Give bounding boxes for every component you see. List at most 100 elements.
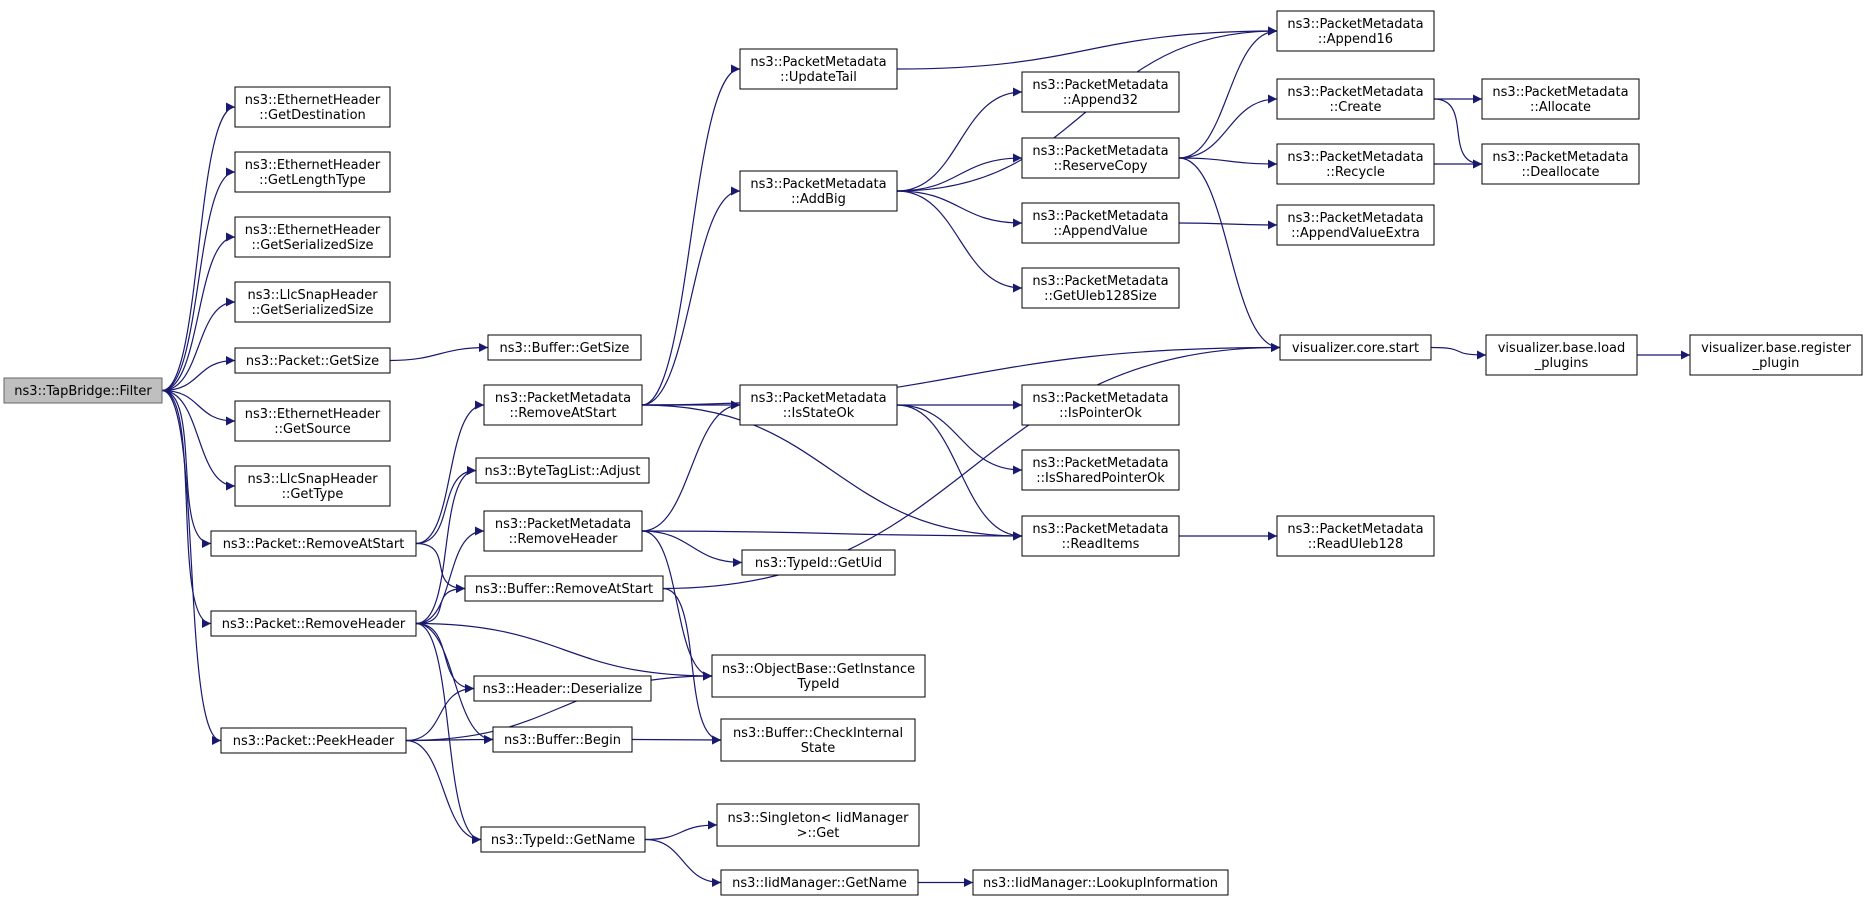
node-pkt-getsize[interactable]: ns3::Packet::GetSize — [234, 347, 391, 374]
node-box — [1021, 515, 1180, 557]
call-edge-filter-to-pkt_peekheader — [161, 389, 222, 745]
node-pm-ispointerok[interactable]: ns3::PacketMetadata::IsPointerOk — [1021, 384, 1180, 426]
node-pm-readitems[interactable]: ns3::PacketMetadata::ReadItems — [1021, 515, 1180, 557]
node-pm-recycle[interactable]: ns3::PacketMetadata::Recycle — [1276, 143, 1435, 185]
node-pkt-removeheader[interactable]: ns3::Packet::RemoveHeader — [210, 610, 417, 637]
edge-path — [1178, 94, 1278, 159]
node-label: visualizer.base.register — [1701, 341, 1852, 356]
node-box — [475, 457, 650, 484]
node-buf-removeatstart[interactable]: ns3::Buffer::RemoveAtStart — [464, 575, 664, 602]
node-pm-append32[interactable]: ns3::PacketMetadata::Append32 — [1021, 71, 1180, 113]
node-box — [1481, 143, 1640, 185]
node-layer: ns3::TapBridge::Filterns3::EthernetHeade… — [3, 10, 1863, 896]
node-pm-removeheader[interactable]: ns3::PacketMetadata::RemoveHeader — [483, 510, 643, 552]
node-box — [741, 549, 896, 576]
node-llc-getser[interactable]: ns3::LlcSnapHeader::GetSerializedSize — [234, 281, 391, 323]
node-pm-append16[interactable]: ns3::PacketMetadata::Append16 — [1276, 10, 1435, 52]
node-pm-isstateok[interactable]: ns3::PacketMetadata::IsStateOk — [739, 384, 898, 426]
node-pm-allocate[interactable]: ns3::PacketMetadata::Allocate — [1481, 78, 1640, 120]
node-label: ns3::EthernetHeader — [245, 158, 381, 173]
node-label: ns3::Buffer::GetSize — [500, 341, 630, 356]
node-label: ::Create — [1330, 100, 1382, 115]
node-pkt-peekheader[interactable]: ns3::Packet::PeekHeader — [220, 727, 407, 754]
node-viz-register-plugin[interactable]: visualizer.base.register_plugin — [1689, 334, 1863, 376]
edge-path — [161, 102, 236, 392]
node-typeid-getname[interactable]: ns3::TypeId::GetName — [480, 826, 646, 853]
node-eth-getser[interactable]: ns3::EthernetHeader::GetSerializedSize — [234, 216, 391, 258]
node-typeid-getuid[interactable]: ns3::TypeId::GetUid — [741, 549, 896, 576]
node-pkt-removeatstart[interactable]: ns3::Packet::RemoveAtStart — [210, 530, 417, 557]
node-label: ns3::Singleton< IidManager — [727, 811, 909, 826]
call-edge-typeid_getname-to-singleton_get — [644, 820, 718, 841]
node-label: ::Append32 — [1063, 93, 1138, 108]
call-edge-pm_addbig-to-pm_getuleb — [896, 190, 1023, 293]
node-box — [234, 400, 391, 442]
node-buf-begin[interactable]: ns3::Buffer::Begin — [492, 726, 633, 753]
node-label: ns3::IidManager::GetName — [732, 876, 907, 891]
node-label: ns3::PacketMetadata — [1287, 211, 1423, 226]
node-viz-core-start[interactable]: visualizer.core.start — [1279, 334, 1432, 361]
node-pm-updatetail[interactable]: ns3::PacketMetadata::UpdateTail — [739, 48, 898, 90]
call-edge-filter-to-eth_getsrc — [161, 389, 236, 426]
node-box — [1481, 78, 1640, 120]
node-hdr-deserialize[interactable]: ns3::Header::Deserialize — [473, 675, 652, 702]
edge-path — [896, 26, 1278, 70]
node-buf-getsize[interactable]: ns3::Buffer::GetSize — [487, 334, 642, 361]
node-singleton-get[interactable]: ns3::Singleton< IidManager>::Get — [716, 803, 920, 847]
call-edge-viz_core_start-to-viz_load_plugins — [1430, 346, 1487, 360]
edge-path — [161, 297, 236, 392]
node-pm-reservecopy[interactable]: ns3::PacketMetadata::ReserveCopy — [1021, 137, 1180, 179]
node-label: ns3::PacketMetadata — [1032, 456, 1168, 471]
edge-path — [161, 389, 212, 548]
node-iid-getname[interactable]: ns3::IidManager::GetName — [720, 869, 919, 896]
node-label: ns3::Buffer::RemoveAtStart — [475, 582, 653, 597]
node-pm-getuleb[interactable]: ns3::PacketMetadata::GetUleb128Size — [1021, 267, 1180, 309]
call-edge-pm_reservecopy-to-viz_core_start — [1178, 157, 1281, 352]
node-label: ::Allocate — [1530, 100, 1591, 115]
node-box — [234, 86, 391, 128]
node-box — [220, 727, 407, 754]
edge-path — [405, 739, 482, 844]
node-btl-adjust[interactable]: ns3::ByteTagList::Adjust — [475, 457, 650, 484]
node-llc-gettype[interactable]: ns3::LlcSnapHeader::GetType — [234, 465, 391, 507]
node-label: ::ReadUleb128 — [1308, 537, 1404, 552]
node-box — [487, 334, 642, 361]
node-iid-lookup[interactable]: ns3::IidManager::LookupInformation — [972, 869, 1229, 896]
call-edge-pm_isstateok-to-pm_issharedpointerok — [896, 404, 1023, 475]
node-pm-appendvalueextra[interactable]: ns3::PacketMetadata::AppendValueExtra — [1276, 204, 1435, 246]
call-edge-filter-to-eth_getlen — [161, 167, 236, 392]
edge-path — [1178, 157, 1278, 169]
node-label: ns3::PacketMetadata — [1287, 17, 1423, 32]
call-edge-pm_addbig-to-pm_append32 — [896, 87, 1023, 192]
call-edge-pkt_removeheader-to-buf_removeatstart — [415, 584, 466, 625]
node-box — [1276, 204, 1435, 246]
node-pm-removeatstart[interactable]: ns3::PacketMetadata::RemoveAtStart — [483, 384, 643, 426]
node-label: >::Get — [797, 826, 840, 841]
node-pm-deallocate[interactable]: ns3::PacketMetadata::Deallocate — [1481, 143, 1640, 185]
node-label: ns3::Packet::RemoveHeader — [222, 617, 406, 632]
edge-path — [896, 190, 1023, 293]
node-eth-getlen[interactable]: ns3::EthernetHeader::GetLengthType — [234, 151, 391, 193]
call-edge-filter-to-pkt_getsize — [161, 356, 236, 392]
node-label: ::GetType — [282, 487, 344, 502]
node-pm-readuleb[interactable]: ns3::PacketMetadata::ReadUleb128 — [1276, 515, 1435, 557]
node-pm-addbig[interactable]: ns3::PacketMetadata::AddBig — [739, 170, 898, 212]
node-label: ns3::ByteTagList::Adjust — [485, 464, 641, 479]
node-label: ::AddBig — [791, 192, 846, 207]
node-label: ::GetSerializedSize — [251, 238, 373, 253]
node-label: ns3::EthernetHeader — [245, 93, 381, 108]
node-eth-getsrc[interactable]: ns3::EthernetHeader::GetSource — [234, 400, 391, 442]
node-filter[interactable]: ns3::TapBridge::Filter — [3, 377, 163, 404]
call-edge-filter-to-pkt_removeatstart — [161, 389, 212, 548]
edge-path — [896, 153, 1023, 192]
node-label: ns3::PacketMetadata — [1032, 144, 1168, 159]
node-eth-getdest[interactable]: ns3::EthernetHeader::GetDestination — [234, 86, 391, 128]
node-pm-create[interactable]: ns3::PacketMetadata::Create — [1276, 78, 1435, 120]
node-pm-issharedpointerok[interactable]: ns3::PacketMetadata::IsSharedPointerOk — [1021, 449, 1180, 491]
node-viz-load-plugins[interactable]: visualizer.base.load_plugins — [1485, 334, 1638, 376]
node-pm-appendvalue[interactable]: ns3::PacketMetadata::AppendValue — [1021, 202, 1180, 244]
edge-path — [415, 622, 713, 681]
edge-path — [1433, 98, 1483, 169]
